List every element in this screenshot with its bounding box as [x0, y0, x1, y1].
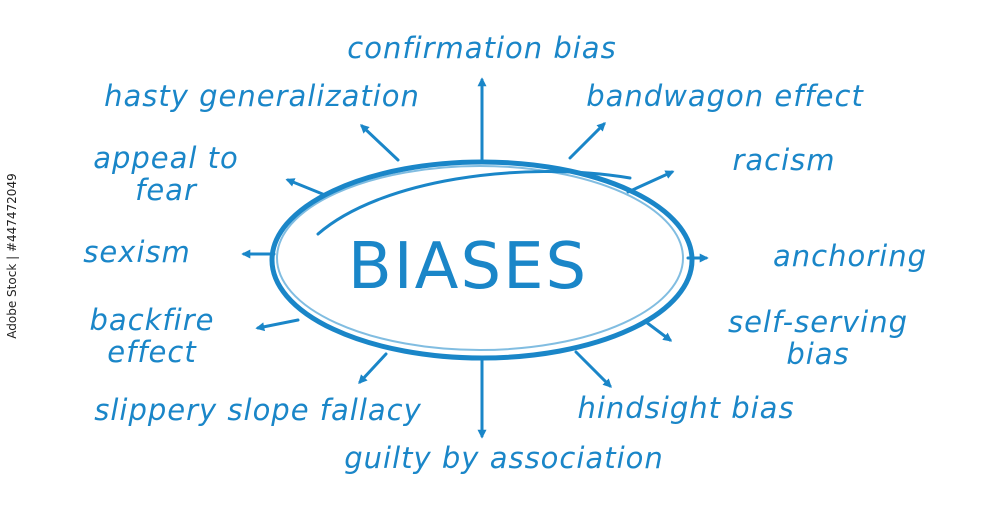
label-line: self-serving [728, 305, 908, 339]
watermark-text: Adobe Stock | #447472049 [5, 173, 19, 339]
label-line: sexism [83, 235, 191, 269]
label-line: guilty by association [344, 441, 664, 475]
label-bandwagon-effect: bandwagon effect [586, 79, 864, 113]
label-line: backfire [90, 303, 215, 337]
arrow-bandwagon-effect [568, 122, 606, 160]
arrow-racism [626, 170, 675, 194]
stock-watermark: Adobe Stock | #447472049 [0, 0, 24, 512]
label-confirmation-bias: confirmation bias [347, 31, 616, 65]
label-line: hindsight bias [577, 391, 794, 425]
arrow-hasty-generalization [360, 124, 400, 162]
label-line: racism [732, 143, 835, 177]
label-line: confirmation bias [347, 31, 616, 65]
label-group: confirmation bias hasty generalization ban… [83, 31, 927, 475]
label-line: slippery slope fallacy [94, 393, 422, 427]
label-slippery-slope-fallacy: slippery slope fallacy [94, 393, 422, 427]
arrow-self-serving-bias [644, 320, 673, 342]
arrow-backfire-effect [255, 318, 300, 332]
label-line: appeal to [93, 141, 239, 175]
label-line: bias [786, 337, 849, 371]
center-label: BIASES [348, 230, 588, 304]
ellipse-highlight-swoosh [316, 170, 632, 236]
center-ellipse-inner-stroke [276, 165, 684, 351]
label-sexism: sexism [83, 235, 191, 269]
label-hasty-generalization: hasty generalization [104, 79, 420, 113]
label-hindsight-bias: hindsight bias [577, 391, 794, 425]
label-anchoring: anchoring [773, 239, 927, 273]
arrow-group [241, 77, 709, 439]
arrow-hindsight-bias [574, 350, 612, 388]
label-line: effect [107, 335, 197, 369]
label-line: hasty generalization [104, 79, 420, 113]
label-line: fear [135, 173, 198, 207]
label-line: bandwagon effect [586, 79, 864, 113]
arrow-slippery-slope-fallacy [358, 352, 388, 384]
label-racism: racism [732, 143, 835, 177]
label-guilty-by-association: guilty by association [344, 441, 664, 475]
label-line: anchoring [773, 239, 927, 273]
arrow-appeal-to-fear [285, 178, 327, 197]
